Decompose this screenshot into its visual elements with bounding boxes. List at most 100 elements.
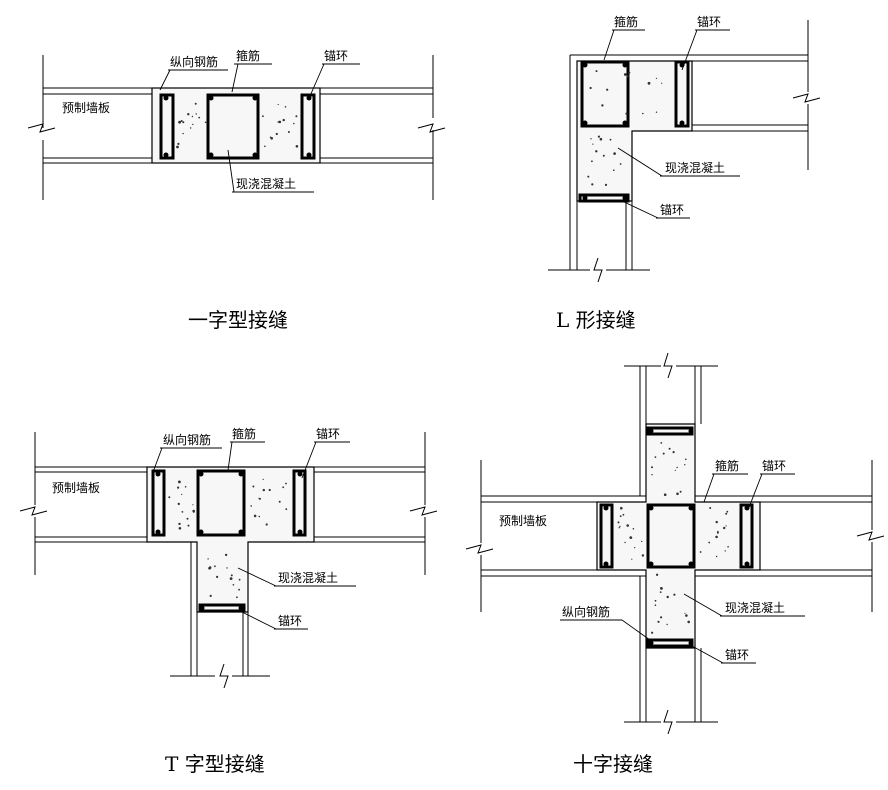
- aggregate-dot: [259, 497, 261, 500]
- aggregate-dot: [192, 509, 195, 513]
- t-joint-concrete: [146, 466, 315, 613]
- l-joint-diagram: 箍筋 锚环 现浇混凝土 锚环 L 形接缝: [548, 14, 821, 332]
- aggregate-dot: [208, 566, 212, 569]
- aggregate-dot: [602, 154, 605, 157]
- aggregate-dot: [654, 599, 657, 602]
- aggregate-dot: [258, 497, 260, 499]
- straight-joint-caption: 一字型接缝: [188, 308, 288, 332]
- aggregate-dot: [662, 452, 665, 455]
- aggregate-dot: [655, 77, 658, 79]
- aggregate-dot: [654, 604, 657, 606]
- aggregate-dot: [654, 456, 657, 458]
- aggregate-dot: [187, 113, 190, 116]
- aggregate-dot: [687, 620, 690, 624]
- aggregate-dot: [676, 466, 678, 469]
- aggregate-dot: [190, 127, 192, 129]
- aggregate-dot: [715, 520, 718, 524]
- straight-joint-diagram: 预制墙板 纵向钢筋 箍筋 锚环 现浇混凝土 一字型接缝: [27, 48, 446, 332]
- l-joint-caption: L 形接缝: [556, 308, 636, 332]
- aggregate-dot: [657, 620, 660, 623]
- aggregate-dot: [685, 458, 687, 461]
- aggregate-dot: [626, 75, 629, 78]
- aggregate-dot: [238, 588, 241, 591]
- cross-anchor-ring-label-top: 锚环: [762, 458, 786, 473]
- l-anchor-ring-label-top: 锚环: [697, 14, 721, 29]
- aggregate-dot: [287, 131, 290, 133]
- aggregate-dot: [651, 474, 653, 476]
- aggregate-dot: [176, 145, 179, 149]
- aggregate-dot: [655, 573, 659, 576]
- cast-concrete-label: 现浇混凝土: [236, 176, 296, 191]
- t-joint-diagram: 预制墙板 纵向钢筋 箍筋 锚环 现浇混凝土 锚环 T 字型接缝: [19, 426, 438, 776]
- longitudinal-rebar-label: 纵向钢筋: [170, 54, 218, 69]
- aggregate-dot: [186, 517, 189, 520]
- aggregate-dot: [709, 507, 712, 509]
- aggregate-dot: [659, 591, 662, 593]
- aggregate-dot: [182, 121, 185, 124]
- aggregate-dot: [599, 137, 603, 141]
- aggregate-dot: [708, 541, 711, 544]
- cross-stirrup-label: 箍筋: [715, 458, 739, 473]
- aggregate-dot: [295, 145, 299, 148]
- l-anchor-ring-label-bottom: 锚环: [660, 202, 684, 217]
- aggregate-dot: [177, 502, 180, 506]
- aggregate-dot: [226, 567, 228, 569]
- cross-anchor-ring-label-bottom: 锚环: [725, 647, 749, 662]
- aggregate-dot: [655, 111, 658, 113]
- aggregate-dot: [187, 524, 190, 527]
- aggregate-dot: [268, 488, 271, 492]
- cross-joint-diagram: 预制墙板 箍筋 锚环 纵向钢筋 现浇混凝土 锚环 十字接缝: [465, 352, 885, 776]
- aggregate-dot: [661, 82, 663, 84]
- aggregate-dot: [590, 138, 592, 140]
- aggregate-dot: [684, 464, 686, 466]
- aggregate-dot: [642, 112, 644, 115]
- aggregate-dot: [622, 513, 625, 516]
- aggregate-dot: [195, 113, 197, 115]
- aggregate-dot: [284, 106, 287, 108]
- aggregate-dot: [262, 488, 265, 492]
- aggregate-dot: [660, 442, 663, 444]
- aggregate-dot: [181, 493, 183, 495]
- aggregate-dot: [685, 614, 688, 617]
- aggregate-dot: [282, 118, 285, 122]
- aggregate-dot: [168, 496, 171, 499]
- aggregate-dot: [699, 551, 702, 553]
- aggregate-dot: [295, 115, 298, 118]
- aggregate-dot: [623, 73, 627, 76]
- aggregate-dot: [192, 123, 194, 126]
- aggregate-dot: [204, 121, 207, 124]
- aggregate-dot: [651, 466, 653, 469]
- aggregate-dot: [673, 593, 676, 596]
- aggregate-dot: [277, 121, 280, 123]
- aggregate-dot: [715, 555, 718, 558]
- aggregate-dot: [587, 175, 590, 178]
- aggregate-dot: [613, 152, 616, 155]
- aggregate-dot: [216, 575, 219, 579]
- aggregate-dot: [619, 163, 622, 165]
- aggregate-dot: [595, 150, 598, 153]
- aggregate-dot: [619, 525, 621, 528]
- aggregate-dot: [194, 102, 197, 105]
- aggregate-dot: [672, 451, 675, 454]
- aggregate-dot: [617, 521, 620, 524]
- aggregate-dot: [716, 531, 719, 534]
- aggregate-dot: [668, 447, 671, 450]
- l-joint-concrete: [576, 60, 693, 202]
- straight-joint-concrete: [151, 87, 321, 164]
- aggregate-dot: [723, 526, 726, 530]
- aggregate-dot: [726, 510, 729, 513]
- aggregate-dot: [193, 511, 195, 513]
- aggregate-dot: [178, 480, 181, 484]
- t-cast-concrete-label: 现浇混凝土: [278, 570, 338, 585]
- aggregate-dot: [229, 577, 233, 580]
- aggregate-dot: [264, 145, 266, 148]
- t-joint-caption: T 字型接缝: [165, 752, 265, 776]
- concrete-aggregate-dots: [168, 70, 729, 634]
- aggregate-dot: [209, 594, 212, 598]
- aggregate-dot: [725, 512, 728, 515]
- aggregate-dot: [278, 500, 281, 503]
- aggregate-dot: [262, 115, 264, 118]
- aggregate-dot: [182, 132, 184, 135]
- t-anchor-ring-label-bottom: 锚环: [278, 613, 302, 628]
